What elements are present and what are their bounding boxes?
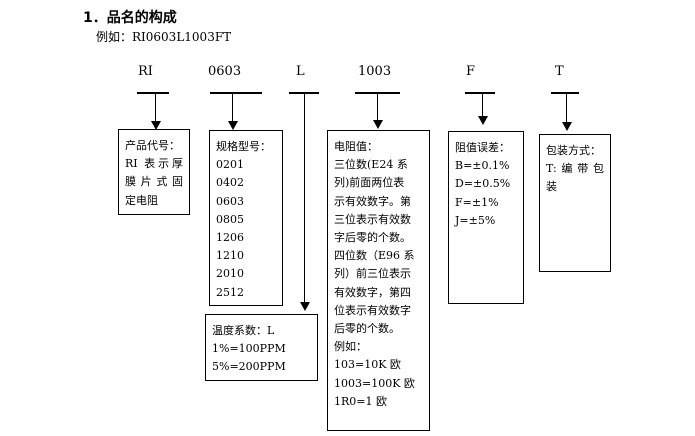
- box-line: 1210: [216, 249, 244, 263]
- connector-line: [304, 93, 305, 302]
- box-line: J=±5%: [455, 213, 496, 227]
- connector-bar: [137, 92, 169, 94]
- box-line: D=±0.5%: [455, 177, 511, 191]
- arrow-down-icon: [228, 121, 238, 130]
- code-segment-size: 0603: [208, 64, 242, 79]
- connector-line: [482, 93, 483, 116]
- arrow-down-icon: [151, 121, 161, 130]
- box-line: 1%=100PPM: [212, 342, 286, 356]
- box-line: 字后零的个数。: [334, 231, 411, 245]
- box-line: 1R0=1 欧: [334, 394, 387, 408]
- resistance-box: 电阻值： 三位数(E24 系 列)前面两位表 示有效数字。第 三位表示有效数 字…: [327, 130, 430, 431]
- box-line: 三位数(E24 系: [334, 158, 408, 172]
- box-line: 103=10K 欧: [334, 358, 401, 372]
- connector-bar: [551, 92, 579, 94]
- arrow-down-icon: [300, 302, 310, 311]
- box-line: B=±0.1%: [455, 159, 510, 173]
- connector-bar: [465, 92, 495, 94]
- box-line: 示有效数字。第: [334, 194, 411, 208]
- box-line: 阻值误差：: [455, 141, 510, 154]
- box-line: 0402: [216, 176, 244, 190]
- box-line: 定电阻: [125, 193, 158, 207]
- box-line: 例如：: [334, 340, 367, 354]
- product-code-box: 产品代号： RI 表示厚 膜片式固 定电阻: [118, 129, 190, 215]
- box-line: 2512: [216, 285, 244, 299]
- box-line: 1206: [216, 231, 244, 245]
- section-heading: 1．品名的构成: [83, 10, 177, 26]
- box-line: F=±1%: [455, 195, 499, 209]
- tcr-box: 温度系数：L 1%=100PPM 5%=200PPM: [205, 314, 318, 381]
- arrow-down-icon: [562, 122, 572, 131]
- box-line: RI 表示厚: [125, 157, 183, 171]
- box-line: 列）前三位表示: [334, 267, 411, 281]
- box-line: 膜片式固: [125, 175, 183, 189]
- box-line: 包装方式：: [546, 144, 601, 157]
- box-line: 后零的个数。: [334, 322, 400, 336]
- code-segment-product: RI: [138, 64, 153, 79]
- box-line: 1003=100K 欧: [334, 376, 415, 390]
- example-part-number: 例如：RI0603L1003FT: [96, 30, 232, 44]
- box-line: 位表示有效数字: [334, 303, 411, 317]
- code-segment-resistance: 1003: [358, 64, 392, 79]
- box-line: 5%=200PPM: [212, 360, 286, 374]
- box-line: 规格型号：: [216, 140, 271, 153]
- box-line: 0805: [216, 212, 244, 226]
- box-line: 三位表示有效数: [334, 212, 411, 226]
- code-segment-tcr: L: [296, 64, 305, 79]
- size-box: 规格型号： 0201 0402 0603 0805 1206 1210 2010…: [209, 130, 283, 306]
- tolerance-box: 阻值误差： B=±0.1% D=±0.5% F=±1% J=±5%: [448, 131, 524, 304]
- box-line: 装: [546, 180, 557, 194]
- arrow-down-icon: [478, 116, 488, 125]
- code-segment-tolerance: F: [466, 64, 476, 79]
- box-line: 电阻值：: [334, 140, 378, 153]
- connector-line: [155, 93, 156, 121]
- connector-line: [232, 93, 233, 121]
- connector-bar: [210, 92, 262, 94]
- box-line: 产品代号：: [125, 139, 180, 152]
- code-segment-packaging: T: [555, 64, 564, 79]
- box-line: 0603: [216, 194, 244, 208]
- box-line: 列)前面两位表: [334, 176, 405, 190]
- packaging-box: 包装方式： T:编带包 装: [539, 134, 611, 272]
- box-line: 温度系数：L: [212, 324, 275, 337]
- arrow-down-icon: [373, 120, 383, 129]
- box-line: 2010: [216, 267, 244, 281]
- box-line: 四位数（E96 系: [334, 249, 415, 263]
- box-line: 有效数字，第四: [334, 285, 411, 299]
- connector-line: [566, 93, 567, 122]
- connector-line: [377, 93, 378, 120]
- box-line: T:编带包: [546, 162, 604, 176]
- box-line: 0201: [216, 158, 244, 172]
